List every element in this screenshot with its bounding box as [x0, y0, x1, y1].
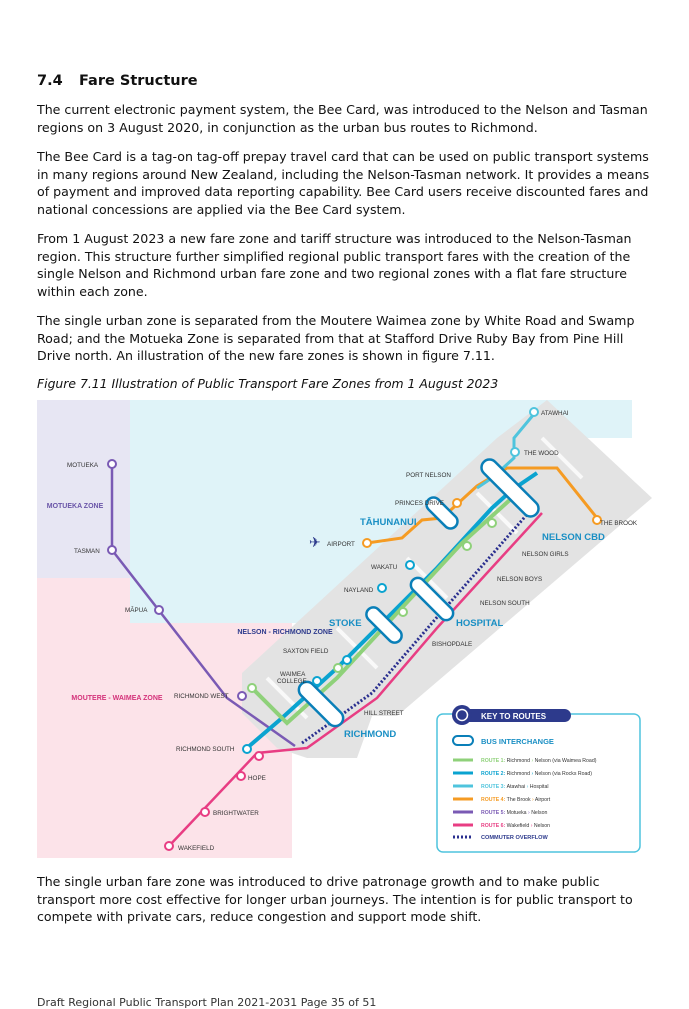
- stop-the-wood-label: THE WOOD: [524, 450, 559, 457]
- stop-nelson-south-label: NELSON SOUTH: [480, 600, 530, 607]
- sea-area: [130, 400, 632, 623]
- route-key-icon: [455, 708, 469, 722]
- stop-waimea-label: WAIMEA: [280, 671, 306, 678]
- legend-route-text: ROUTE 2: Richmond › Nelson (via Rocks Ro…: [481, 771, 592, 777]
- stop-airport-label: AIRPORT: [327, 541, 355, 548]
- legend-route-1: ROUTE 1: Richmond › Nelson (via Waimea R…: [453, 758, 597, 764]
- route-3-line: [476, 413, 536, 490]
- section-heading: 7.4 Fare Structure: [37, 73, 198, 89]
- figure-caption: Figure 7.11 Illustration of Public Trans…: [37, 376, 499, 391]
- paragraph-bee-card-intro: The current electronic payment system, t…: [37, 102, 648, 135]
- legend-title: KEY TO ROUTES: [481, 712, 547, 721]
- motueka-zone-area: [37, 400, 130, 578]
- stop-wakatu-label: WAKATU: [371, 564, 398, 571]
- page-footer: Draft Regional Public Transport Plan 202…: [37, 996, 377, 1009]
- stop-nelson-boys-label: NELSON BOYS: [497, 576, 542, 583]
- interchange-tahunanui: [425, 496, 459, 530]
- stop-mapua-label: MĀPUA: [125, 606, 148, 614]
- interchange-richmond: [297, 680, 345, 728]
- interchange-stoke: [365, 606, 403, 644]
- urban-zone-label: NELSON - RICHMOND ZONE: [237, 629, 333, 636]
- legend-route-2: ROUTE 2: Richmond › Nelson (via Rocks Ro…: [453, 771, 592, 777]
- legend-route-5: ROUTE 5: Motueka › Nelson: [453, 810, 547, 816]
- interchange-nelson-cbd: [480, 458, 540, 518]
- legend-route-text: ROUTE 5: Motueka › Nelson: [481, 810, 547, 816]
- stop-port-nelson-label: PORT NELSON: [406, 472, 451, 479]
- hub-tahunanui-label: TĀHUNANUI: [360, 517, 416, 528]
- section-title: Fare Structure: [79, 73, 198, 89]
- stop-hope-label: HOPE: [248, 775, 266, 782]
- interchange-key-symbol: [452, 735, 474, 746]
- stop-atawhai-label: ATAWHAI: [541, 410, 569, 417]
- stop-richmond-south-label: RICHMOND SOUTH: [176, 746, 235, 753]
- legend-route-3: ROUTE 3: Atawhai › Hospital: [453, 784, 549, 790]
- stop-nelson-girls-label: NELSON GIRLS: [522, 551, 569, 558]
- legend-route-list: ROUTE 1: Richmond › Nelson (via Waimea R…: [453, 758, 597, 829]
- route-legend: KEY TO ROUTES BUS INTERCHANGE ROUTE 1: R…: [436, 705, 641, 853]
- route-1-line: [250, 496, 514, 726]
- stop-bishopdale-label: BISHOPDALE: [432, 641, 472, 648]
- legend-route-text: ROUTE 1: Richmond › Nelson (via Waimea R…: [481, 758, 597, 764]
- route-5-line: [110, 464, 296, 748]
- hub-richmond-label: RICHMOND: [344, 729, 396, 740]
- legend-route-text: ROUTE 3: Atawhai › Hospital: [481, 784, 549, 790]
- stop-college-label: COLLEGE: [277, 678, 307, 685]
- hub-stoke-label: STOKE: [329, 618, 362, 629]
- stop-tasman-label: TASMAN: [74, 548, 100, 555]
- paragraph-single-urban-zone: The single urban fare zone was introduce…: [37, 874, 633, 925]
- legend-interchange-label: BUS INTERCHANGE: [481, 737, 554, 746]
- moutere-zone-label: MOUTERE - WAIMEA ZONE: [71, 695, 162, 702]
- legend-overflow-label: COMMUTER OVERFLOW: [481, 835, 549, 841]
- paragraph-zone-boundaries: The single urban zone is separated from …: [37, 313, 635, 364]
- section-number: 7.4: [37, 73, 63, 89]
- paragraph-fare-zone-change: From 1 August 2023 a new fare zone and t…: [37, 231, 632, 299]
- stop-wakefield-label: WAKEFIELD: [178, 845, 215, 852]
- interchange-hospital: [409, 576, 455, 622]
- airplane-icon: ✈: [309, 534, 321, 550]
- stop-princes-drive-label: PRINCES DRIVE: [395, 500, 444, 507]
- moutere-zone-area: [37, 578, 292, 858]
- stop-motueka-label: MOTUEKA: [67, 462, 99, 469]
- legend-route-text: ROUTE 6: Wakefield › Nelson: [481, 823, 550, 829]
- hub-nelson-cbd-label: NELSON CBD: [542, 532, 605, 543]
- stop-saxton-field-label: SAXTON FIELD: [283, 648, 329, 655]
- stop-the-brook-label: THE BROOK: [600, 520, 638, 527]
- commuter-overflow-line: [301, 502, 539, 745]
- interchanges: [297, 458, 540, 728]
- motueka-zone-label: MOTUEKA ZONE: [47, 503, 104, 510]
- stop-nayland-label: NAYLAND: [344, 587, 374, 594]
- paragraph-bee-card-description: The Bee Card is a tag-on tag-off prepay …: [37, 149, 650, 217]
- legend-route-text: ROUTE 4: The Brook › Airport: [481, 797, 551, 803]
- fare-zone-map: MOTUEKA ZONE MOUTERE - WAIMEA ZONE NELSO…: [37, 398, 654, 860]
- legend-route-6: ROUTE 6: Wakefield › Nelson: [453, 823, 550, 829]
- stop-richmond-west-label: RICHMOND WEST: [174, 693, 229, 700]
- legend-route-4: ROUTE 4: The Brook › Airport: [453, 797, 551, 803]
- stop-hill-street-label: HILL STREET: [364, 710, 404, 717]
- hub-hospital-label: HOSPITAL: [456, 618, 504, 629]
- stop-brightwater-label: BRIGHTWATER: [213, 810, 259, 817]
- stop-markers: [107, 407, 602, 851]
